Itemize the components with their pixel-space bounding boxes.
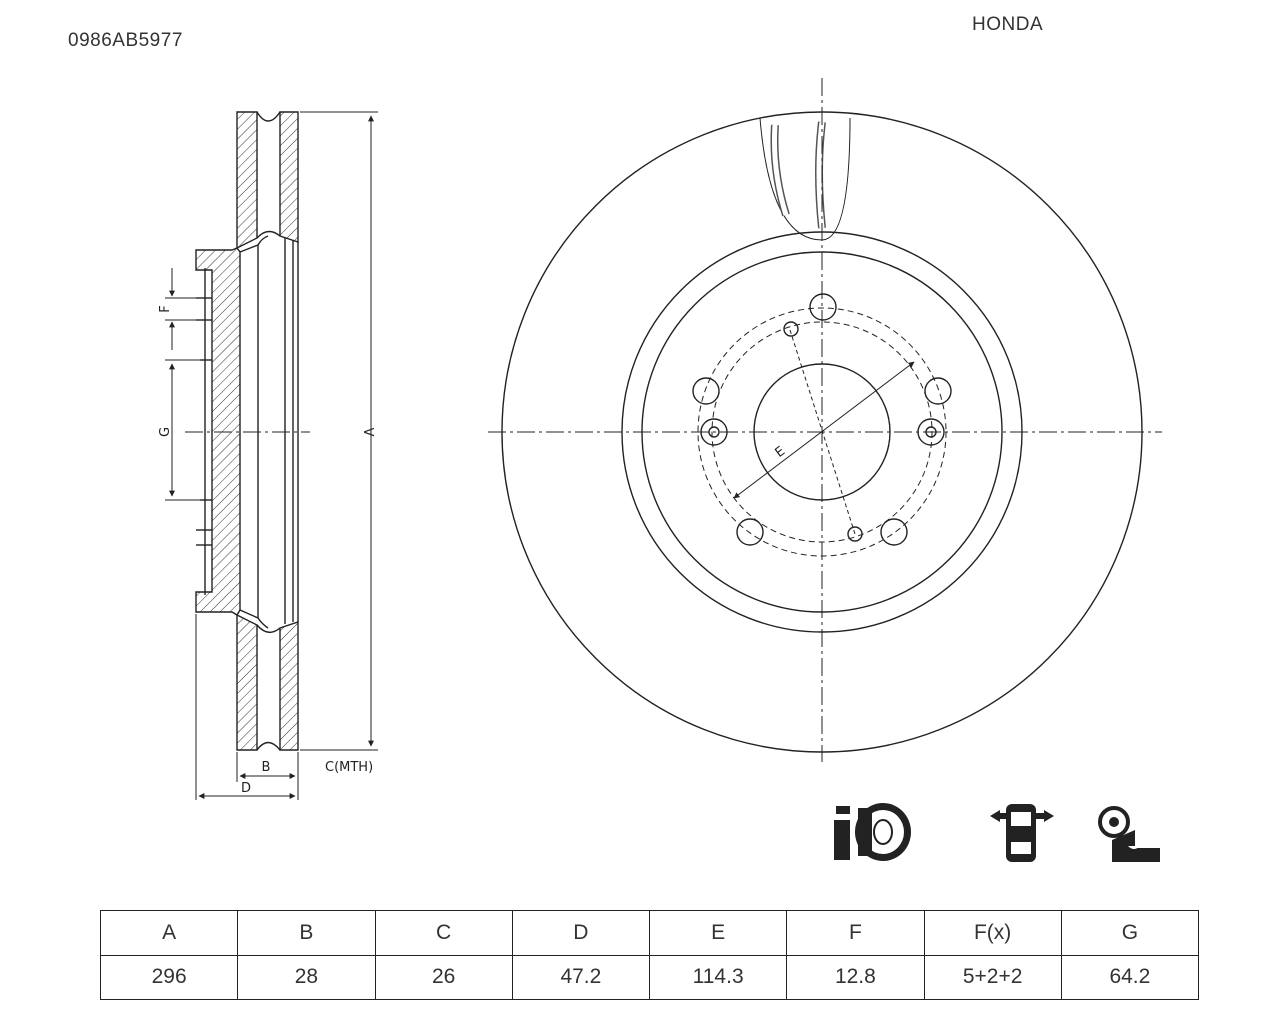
bolt-hole — [809, 293, 837, 321]
spec-value: 296 — [99, 954, 239, 1000]
label-b: B — [262, 760, 271, 775]
spec-header: F(x) — [923, 910, 1062, 956]
side-dimensions — [165, 111, 378, 800]
upper-inner-ring — [279, 111, 299, 243]
spec-value: 114.3 — [648, 954, 788, 1000]
side-section-view — [195, 111, 299, 751]
spec-table: A B C D E F F(x) G 296 28 26 47.2 114.3 … — [99, 910, 1200, 1000]
label-d: D — [241, 781, 251, 796]
spec-header: B — [237, 910, 376, 956]
bolt-hole — [880, 518, 908, 546]
aux-hole — [783, 321, 799, 337]
spec-value: 47.2 — [511, 954, 651, 1000]
spec-value: 12.8 — [786, 954, 925, 1000]
bolt-hole — [692, 377, 720, 405]
spec-value: 28 — [237, 954, 376, 1000]
part-number: 0986AB5977 — [68, 30, 183, 51]
spec-header-row: A B C D E F F(x) G — [99, 910, 1200, 956]
label-f: F — [158, 305, 173, 312]
label-c-mth: C(MTH) — [325, 760, 373, 775]
spec-header: E — [648, 910, 788, 956]
aux-hole — [847, 526, 863, 542]
spec-value: 64.2 — [1060, 954, 1200, 1000]
spec-value: 26 — [374, 954, 513, 1000]
brand-name: HONDA — [972, 14, 1044, 35]
brake-disc-icon — [834, 803, 911, 861]
upper-outer-ring — [236, 111, 258, 250]
spec-header: D — [511, 910, 651, 956]
spec-header: F — [786, 910, 925, 956]
vehicle-axle-icon — [990, 804, 1054, 862]
label-g: G — [158, 427, 173, 437]
spec-header: C — [374, 910, 513, 956]
spec-value: 5+2+2 — [923, 954, 1062, 1000]
spec-value-row: 296 28 26 47.2 114.3 12.8 5+2+2 64.2 — [99, 954, 1200, 1000]
lower-outer-ring — [236, 613, 258, 751]
lower-inner-ring — [279, 621, 299, 751]
spec-header: A — [99, 910, 239, 956]
bolt-hole — [736, 518, 764, 546]
bolt-hole — [924, 377, 952, 405]
label-a: A — [363, 427, 378, 436]
spec-header: G — [1060, 910, 1200, 956]
wheel-bolt-icon — [1098, 806, 1160, 862]
